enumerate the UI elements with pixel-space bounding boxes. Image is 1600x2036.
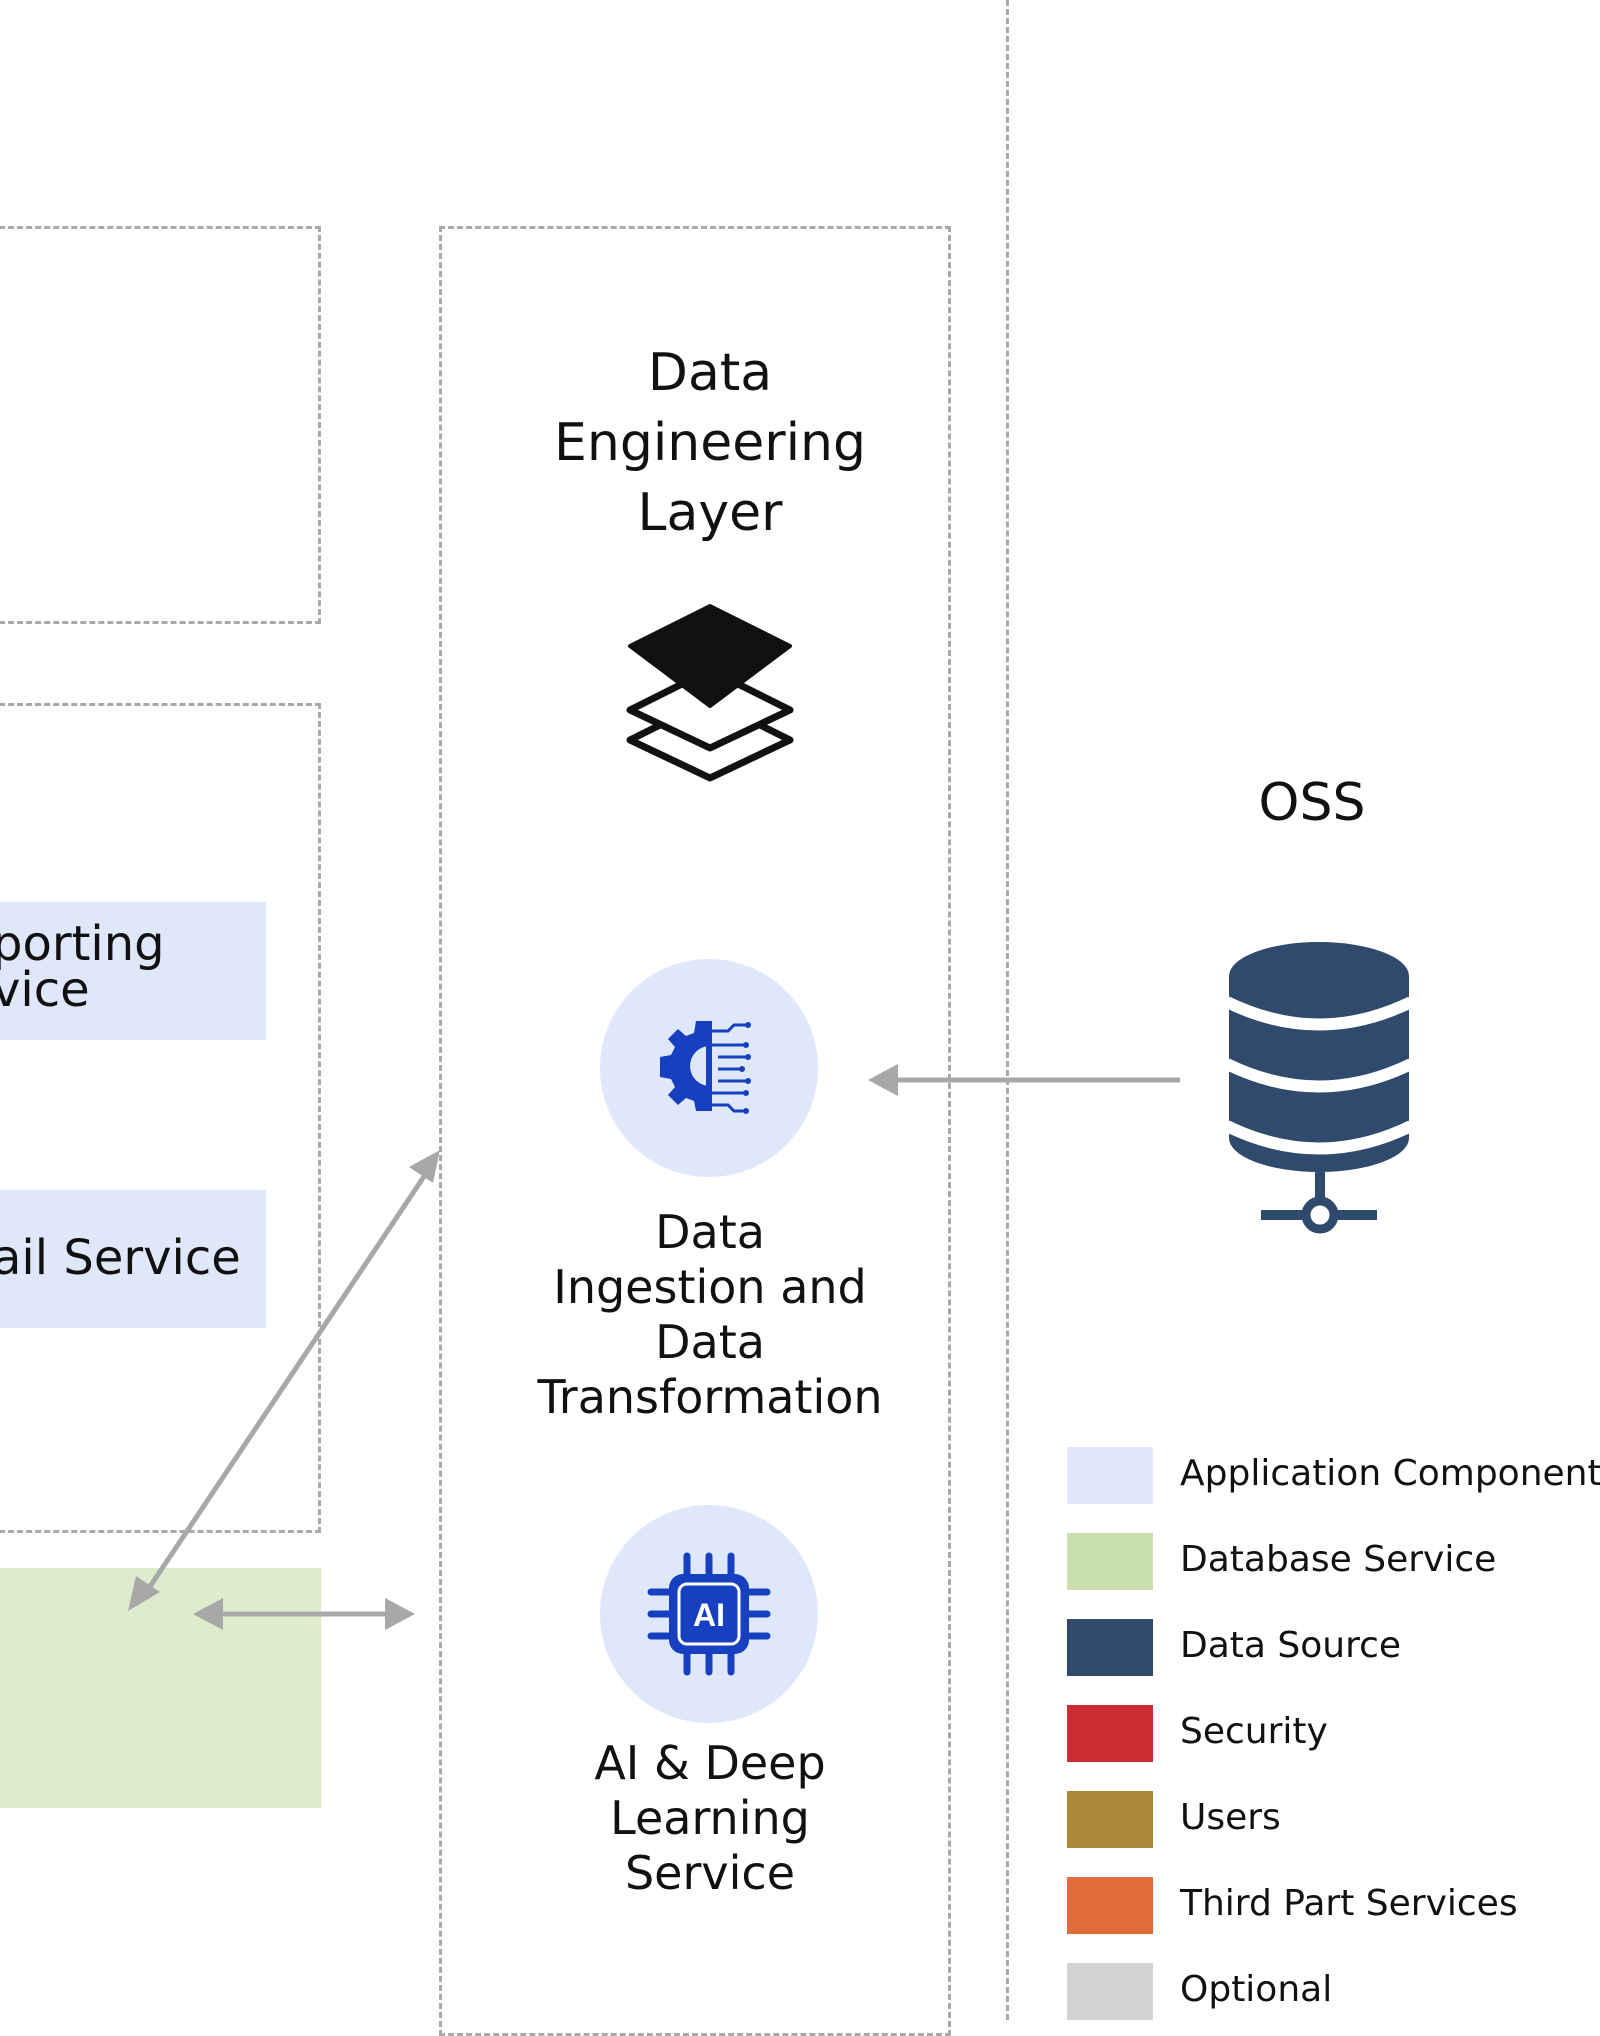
arrow-diagonal: [140, 1161, 436, 1599]
legend-swatch-users: [1067, 1791, 1153, 1848]
left-middle-container: [0, 703, 321, 1533]
data-engineering-title-line-3: Layer: [637, 483, 783, 543]
legend-label-data-source: Data Source: [1180, 1625, 1402, 1666]
legend-swatch-application-component: [1067, 1447, 1153, 1504]
ai-chip-text: AI: [693, 1597, 725, 1633]
ai-icon-circle: AI: [600, 1505, 818, 1723]
ingestion-service-label: Data Ingestion and Data Transformation: [439, 1205, 981, 1425]
ai-label-line-3: Service: [624, 1846, 795, 1900]
data-engineering-title: Data Engineering Layer: [439, 338, 981, 548]
layers-icon: [626, 604, 794, 782]
arrowhead-ai-right: [385, 1598, 415, 1630]
ai-chip-icon: AI: [647, 1552, 771, 1676]
arrowhead-ingestion: [868, 1064, 898, 1096]
arrowhead-db-left: [193, 1598, 223, 1630]
oss-separator-line: [1006, 0, 1009, 2020]
ingestion-label-line-3: Data: [655, 1315, 765, 1369]
oss-title: OSS: [1258, 773, 1366, 833]
data-engineering-title-line-1: Data: [647, 343, 773, 403]
legend-swatch-database-service: [1067, 1533, 1153, 1590]
legend-swatch-optional: [1067, 1963, 1153, 2020]
reporting-service-label-1: porting: [0, 916, 165, 972]
legend-label-database-service: Database Service: [1180, 1539, 1497, 1580]
legend-label-security: Security: [1180, 1711, 1328, 1752]
reporting-service-label-2: vice: [0, 962, 90, 1018]
ingestion-label-line-4: Transformation: [537, 1370, 883, 1424]
reporting-service-box: porting vice: [0, 902, 266, 1040]
ai-service-label: AI & Deep Learning Service: [439, 1736, 981, 1901]
email-service-label: ail Service: [0, 1230, 241, 1286]
left-upper-container: [0, 226, 321, 624]
arrowhead-diagonal-bottom: [128, 1576, 160, 1611]
ingestion-icon-circle: [600, 959, 818, 1177]
email-service-box: ail Service: [0, 1190, 266, 1328]
legend-label-third-part-services: Third Part Services: [1180, 1883, 1518, 1924]
database-server-icon: [1224, 942, 1414, 1234]
ingestion-label-line-1: Data: [655, 1205, 765, 1259]
legend-label-application-component: Application Component: [1180, 1453, 1600, 1494]
data-engineering-title-line-2: Engineering: [554, 413, 866, 473]
gear-circuit-icon: [660, 1021, 751, 1114]
ai-label-line-2: Learning: [610, 1791, 810, 1845]
arrowhead-diagonal-top: [409, 1150, 440, 1183]
legend-label-optional: Optional: [1180, 1969, 1333, 2010]
database-service-box: [0, 1568, 321, 1808]
legend-swatch-data-source: [1067, 1619, 1153, 1676]
ai-label-line-1: AI & Deep: [594, 1736, 826, 1790]
legend-swatch-third-part-services: [1067, 1877, 1153, 1934]
legend-swatch-security: [1067, 1705, 1153, 1762]
ingestion-label-line-2: Ingestion and: [553, 1260, 867, 1314]
legend-label-users: Users: [1180, 1797, 1281, 1838]
